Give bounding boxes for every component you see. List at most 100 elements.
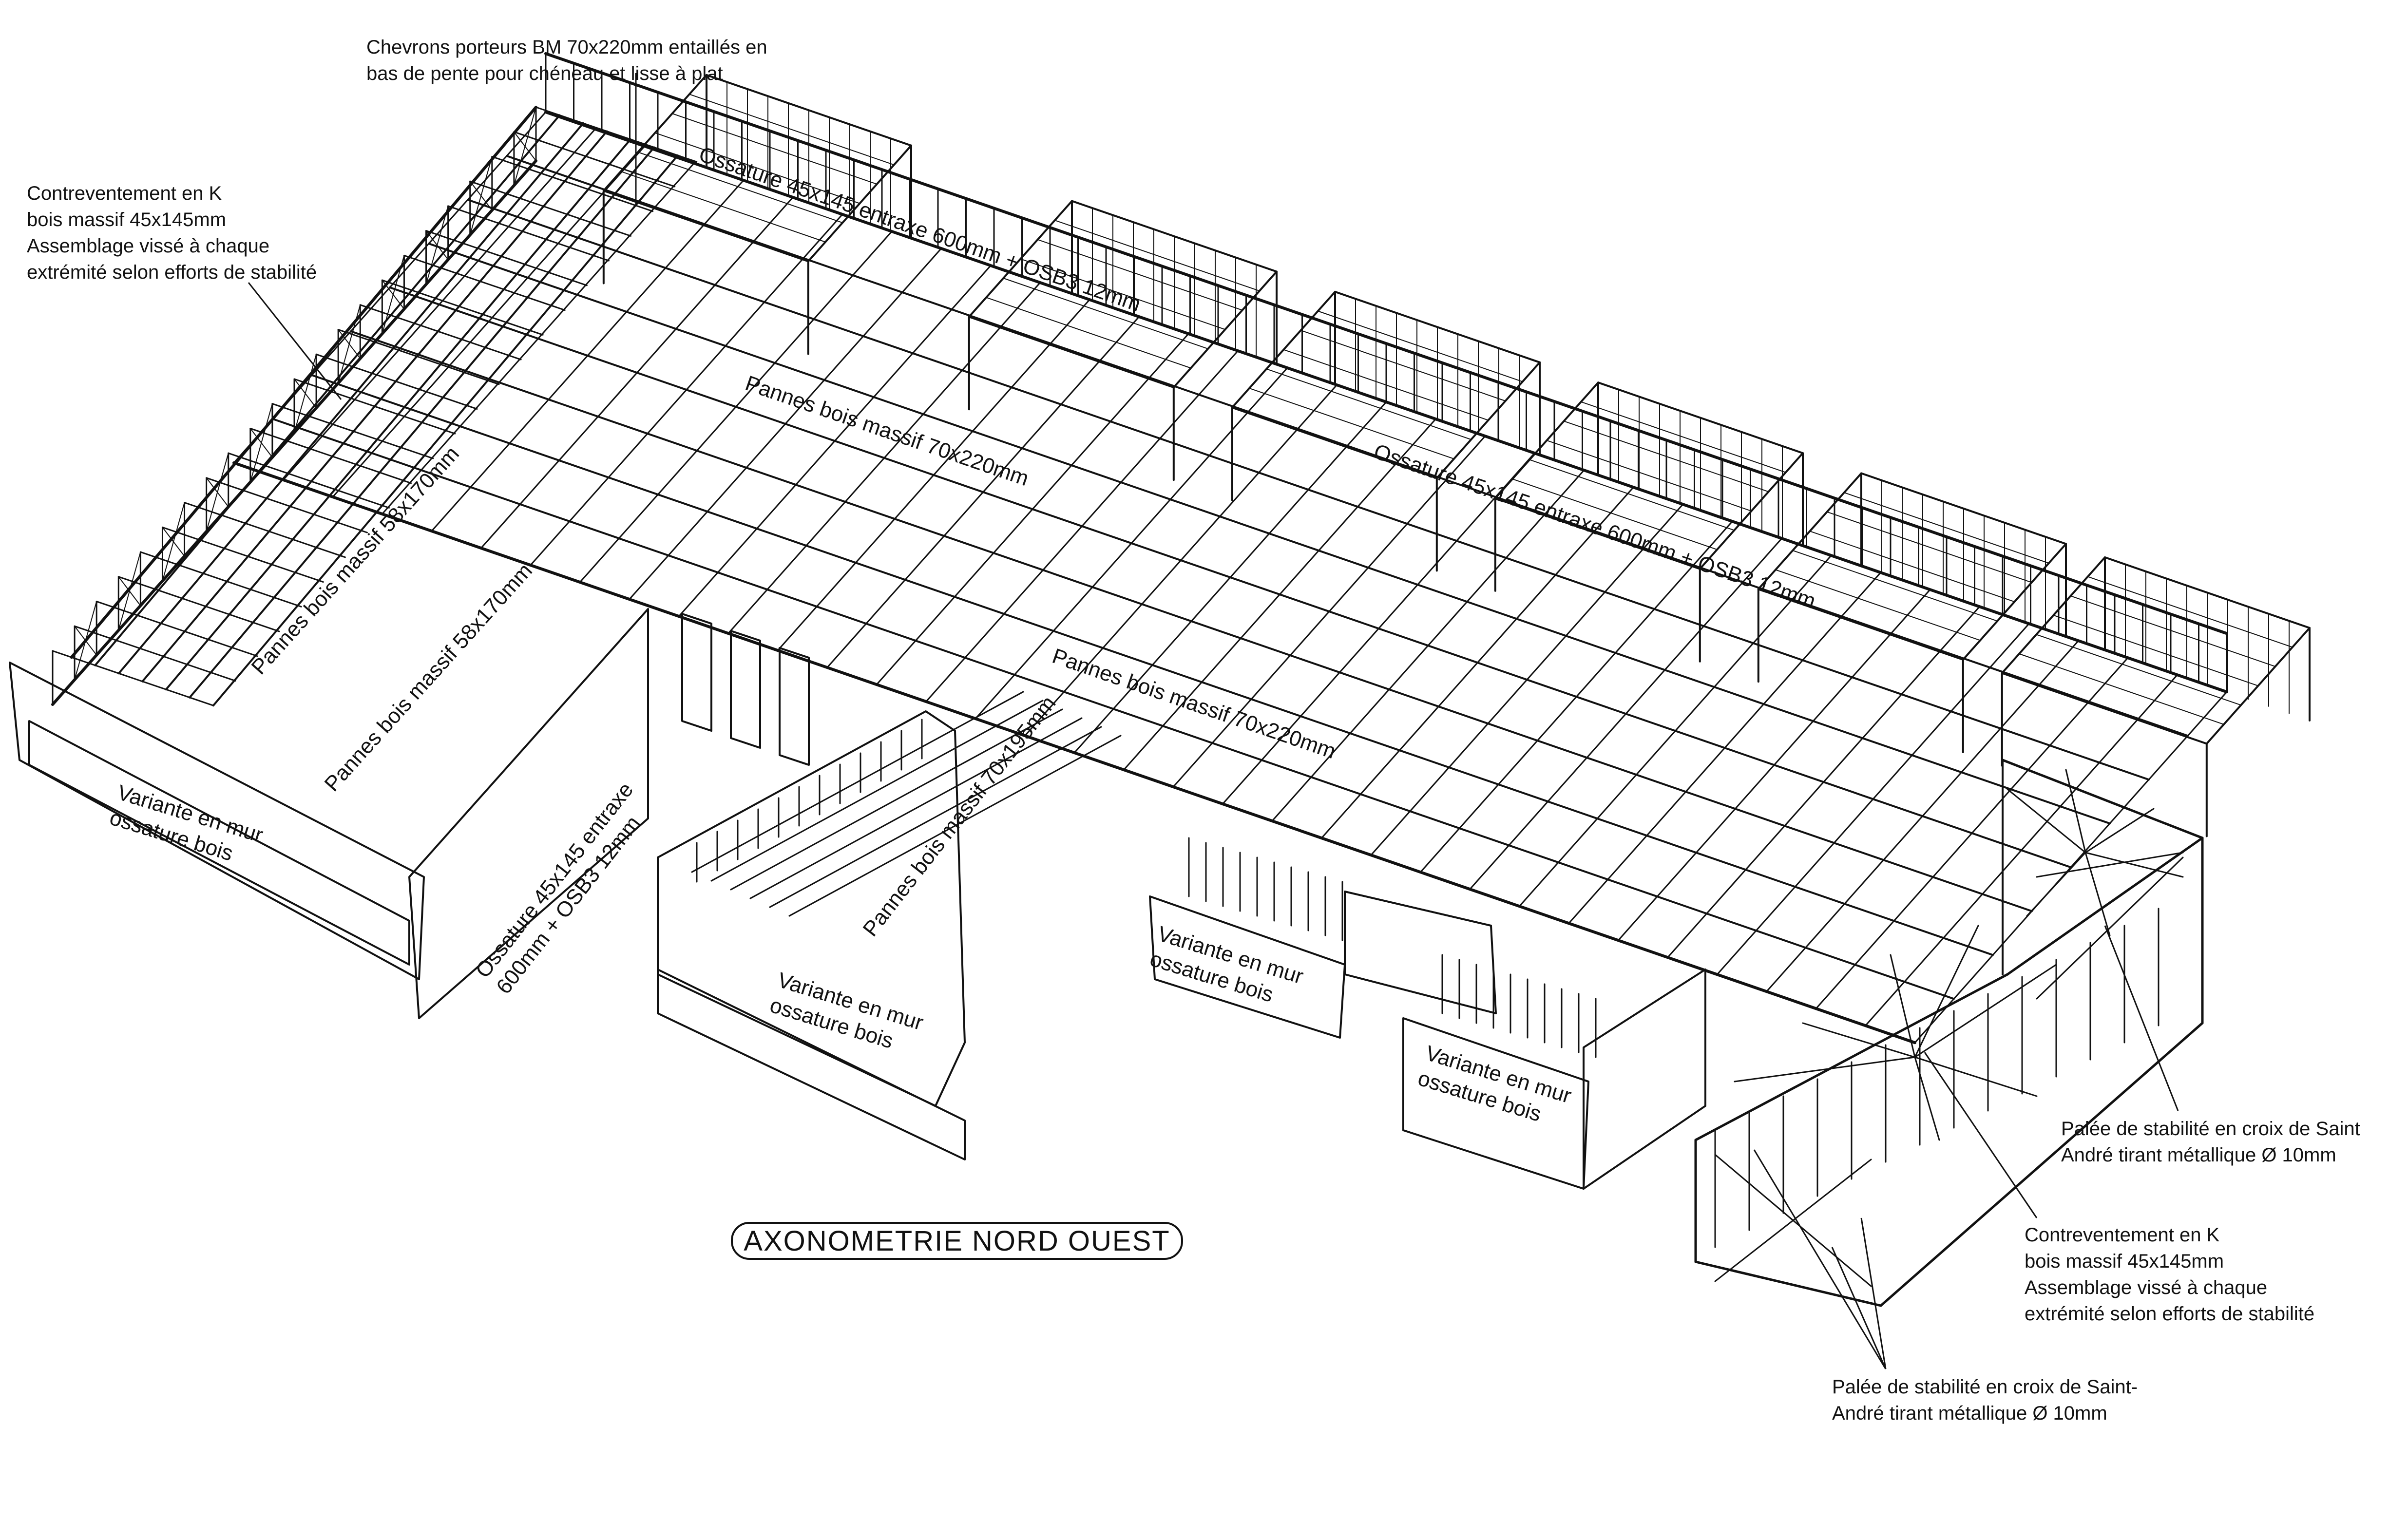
contrevent-top-line-1: Contreventement en K: [27, 183, 222, 204]
rafter: [1815, 657, 2129, 1009]
k-brace: [382, 255, 405, 335]
k-brace: [1802, 1022, 1916, 1058]
rafter: [161, 526, 324, 583]
contrevent-right-line-3: Assemblage vissé à chaque: [2025, 1277, 2268, 1298]
rafter: [447, 205, 610, 262]
top-plate: [2001, 759, 2204, 839]
purlin: [788, 735, 1122, 917]
sole-plate: [51, 159, 537, 706]
rafter: [184, 502, 346, 558]
ridge: [2006, 836, 2204, 976]
rafter: [381, 162, 695, 515]
rafter: [727, 282, 1041, 634]
rafter: [1123, 418, 1436, 771]
rafter: [1172, 435, 1486, 788]
k-brace: [469, 156, 493, 236]
palee-bottom-line-2: André tirant métallique Ø 10mm: [1832, 1403, 2107, 1424]
dormer-joist: [671, 113, 878, 185]
rafter: [1024, 384, 1338, 737]
middle-wing-wall: [657, 710, 966, 1107]
dormer-joist: [1826, 511, 2032, 583]
k-brace: [338, 304, 361, 384]
purlin: [710, 700, 1044, 882]
dormer-joist: [1037, 239, 1243, 311]
dormer-joist: [1775, 569, 1981, 641]
rafter: [1914, 691, 2228, 1044]
rafter: [1568, 571, 1882, 924]
rafter: [228, 452, 390, 509]
k-brace: [1914, 1056, 1940, 1141]
k-brace: [2026, 852, 2086, 917]
dormer-joist: [2036, 634, 2242, 706]
sole-plate: [1879, 1022, 2204, 1307]
rafter: [469, 180, 632, 237]
contrevent-right-line-2: bois massif 45x145mm: [2025, 1251, 2224, 1272]
dormer-joist: [688, 94, 895, 166]
rafter: [425, 230, 588, 286]
leader-contrevent-right: [1924, 1052, 2038, 1218]
rafter: [1222, 452, 1535, 805]
rafter: [381, 279, 544, 336]
chevrons-line-1: Chevrons porteurs BM 70x220mm entaillés …: [366, 37, 767, 58]
k-brace: [74, 601, 97, 681]
rafter: [777, 299, 1090, 651]
k-brace: [249, 403, 273, 483]
dormer-joist: [637, 152, 843, 224]
dormer-joist: [986, 297, 1191, 369]
steel-tie: [2036, 856, 2184, 1000]
dormer-joist: [1317, 310, 1523, 382]
purlin: [730, 708, 1063, 891]
contrevent-right-line-1: Contreventement en K: [2025, 1224, 2220, 1246]
rafter: [403, 254, 566, 311]
dormer-joist: [1249, 387, 1454, 459]
rafter: [1716, 623, 2030, 975]
purlin: [769, 726, 1102, 908]
rafter: [117, 576, 280, 632]
chevrons-note: Chevrons porteurs BM 70x220mm entaillés …: [366, 34, 767, 87]
timber-frame-structure: [9, 52, 2311, 1307]
dormer-joist: [1580, 401, 1786, 473]
dormer-joist: [1512, 478, 1718, 551]
dormer-joist: [1300, 330, 1506, 401]
leader-palee-right: [2104, 925, 2179, 1111]
leader-palee-bottom-1: [1831, 1247, 1887, 1369]
k-brace: [1914, 925, 1979, 1058]
k-brace: [1734, 1056, 1916, 1083]
k-brace: [1914, 1056, 2038, 1097]
k-brace: [1890, 954, 1916, 1058]
rafter: [1617, 589, 1931, 941]
end-wall-opening: [28, 720, 410, 966]
dormer-joist: [1054, 220, 1260, 292]
dormer-joist: [2053, 614, 2259, 686]
dormer-joist: [1843, 492, 2049, 564]
purlin: [749, 717, 1083, 899]
k-brace: [206, 453, 229, 532]
rafter: [52, 650, 214, 706]
rafter: [1766, 640, 2080, 992]
k-brace: [294, 354, 317, 433]
wing-wall-3b: [1344, 891, 1497, 1014]
wing-wall-3: [1149, 895, 1346, 1039]
top-plate: [544, 52, 2228, 635]
palee-right-line-1: Palée de stabilité en croix de Saint: [2061, 1118, 2360, 1140]
rafter: [332, 145, 646, 498]
rafter: [876, 333, 1189, 685]
k-brace: [2084, 852, 2184, 878]
sole-plate: [1694, 1260, 1882, 1307]
rafter: [480, 196, 794, 549]
dormer-joist: [2070, 595, 2276, 667]
purlin: [691, 691, 1024, 873]
palee-right-line-2: André tirant métallique Ø 10mm: [2061, 1144, 2336, 1166]
rafter: [975, 367, 1288, 720]
door: [730, 630, 761, 749]
contrevent-top-line-3: Assemblage vissé à chaque: [27, 235, 270, 257]
rafter: [1419, 520, 1733, 873]
k-brace: [118, 551, 141, 631]
middle-wing-base: [657, 969, 966, 1160]
rafter: [293, 378, 456, 435]
rafter: [206, 477, 368, 533]
rafter: [513, 131, 676, 188]
leader-palee-bottom-2: [1860, 1217, 1887, 1369]
dormer-joist: [654, 132, 860, 204]
rafter: [1073, 401, 1387, 754]
